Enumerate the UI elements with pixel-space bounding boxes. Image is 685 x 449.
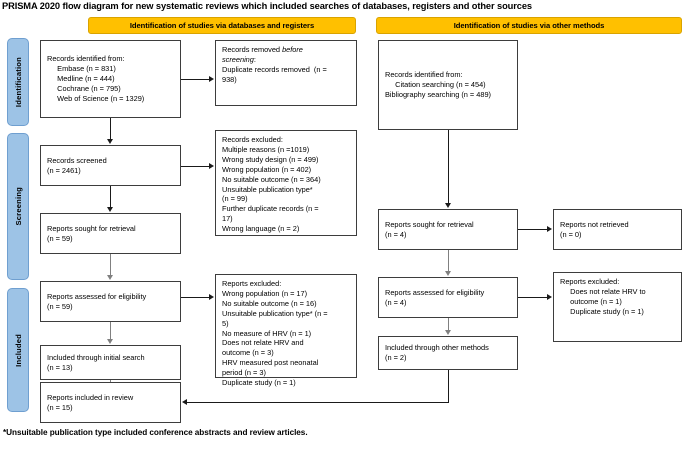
- node-reports-assessed-other-text: Reports assessed for eligibility (n = 4): [385, 287, 485, 307]
- arrowhead-sought-to-assessed-databases: [106, 275, 113, 280]
- stage-tab-screening: Screening: [7, 133, 29, 280]
- node-reports-included-in-review: Reports included in review (n = 15): [40, 382, 181, 423]
- connector-screened-to-excluded: [181, 166, 210, 167]
- connector-assessed-other-to-excluded: [518, 297, 548, 298]
- stage-tab-identification: Identification: [7, 38, 29, 126]
- arrowhead-assessed-to-excluded-databases: [209, 293, 214, 300]
- node-reports-sought-databases-text: Reports sought for retrieval (n = 59): [47, 223, 136, 243]
- node-records-identified: Records identified from: Embase (n = 831…: [40, 40, 181, 118]
- node-records-screened: Records screened (n = 2461): [40, 145, 181, 186]
- node-records-removed-text: Records removed before screening: Duplic…: [222, 45, 327, 84]
- node-records-removed: Records removed before screening: Duplic…: [215, 40, 357, 106]
- node-reports-excluded-other: Reports excluded: Does not relate HRV to…: [553, 272, 682, 342]
- node-reports-assessed-databases-text: Reports assessed for eligibility (n = 59…: [47, 291, 147, 311]
- arrowhead-assessed-other-to-excluded: [547, 293, 552, 300]
- node-records-identified-text: Records identified from: Embase (n = 831…: [47, 54, 145, 103]
- arrowhead-identified-other-to-sought: [444, 203, 451, 208]
- connector-assessed-other-to-included-other: [448, 318, 449, 331]
- arrowhead-screened-to-excluded: [209, 162, 214, 169]
- node-reports-assessed-other: Reports assessed for eligibility (n = 4): [378, 277, 518, 318]
- node-reports-sought-databases: Reports sought for retrieval (n = 59): [40, 213, 181, 254]
- connector-sought-to-assessed-other: [448, 250, 449, 272]
- node-reports-assessed-databases: Reports assessed for eligibility (n = 59…: [40, 281, 181, 322]
- connector-identified-to-removed: [181, 79, 210, 80]
- node-records-excluded: Records excluded: Multiple reasons (n =1…: [215, 130, 357, 236]
- connector-assessed-to-included-initial: [110, 322, 111, 340]
- node-reports-excluded-databases-text: Reports excluded: Wrong population (n = …: [222, 279, 328, 388]
- connector-sought-to-assessed-databases: [110, 254, 111, 276]
- connector-identified-other-to-sought: [448, 130, 449, 204]
- arrowhead-assessed-to-included-initial: [106, 339, 113, 344]
- connector-other-to-review-horizontal: [187, 402, 449, 403]
- node-reports-sought-other: Reports sought for retrieval (n = 4): [378, 209, 518, 250]
- stage-tab-included-label: Included: [13, 333, 23, 367]
- connector-other-to-review-vertical: [448, 370, 449, 403]
- phase-header-databases: Identification of studies via databases …: [88, 17, 356, 34]
- stage-tab-identification-label: Identification: [13, 56, 23, 108]
- page-title: PRISMA 2020 flow diagram for new systema…: [2, 1, 532, 11]
- node-reports-sought-other-text: Reports sought for retrieval (n = 4): [385, 219, 474, 239]
- arrowhead-screened-to-sought: [106, 207, 113, 212]
- node-included-other-methods-text: Included through other methods (n = 2): [385, 343, 489, 362]
- phase-header-other-methods: Identification of studies via other meth…: [376, 17, 682, 34]
- arrowhead-identified-to-screened: [106, 139, 113, 144]
- connector-sought-other-to-not-retrieved: [518, 229, 548, 230]
- node-included-other-methods: Included through other methods (n = 2): [378, 336, 518, 370]
- node-records-screened-text: Records screened (n = 2461): [47, 155, 107, 175]
- phase-header-other-methods-label: Identification of studies via other meth…: [453, 21, 605, 30]
- connector-assessed-to-excluded-databases: [181, 297, 210, 298]
- phase-header-databases-label: Identification of studies via databases …: [129, 21, 315, 30]
- node-included-initial-search-text: Included through initial search (n = 13): [47, 352, 145, 372]
- node-reports-excluded-databases: Reports excluded: Wrong population (n = …: [215, 274, 357, 387]
- arrowhead-assessed-other-to-included-other: [444, 330, 451, 335]
- node-records-identified-other-text: Records identified from: Citation search…: [385, 70, 491, 99]
- node-reports-included-in-review-text: Reports included in review (n = 15): [47, 392, 134, 412]
- node-records-excluded-text: Records excluded: Multiple reasons (n =1…: [222, 135, 321, 234]
- node-included-initial-search: Included through initial search (n = 13): [40, 345, 181, 380]
- connector-identified-to-screened: [110, 118, 111, 140]
- node-records-identified-other: Records identified from: Citation search…: [378, 40, 518, 130]
- node-reports-not-retrieved: Reports not retrieved (n = 0): [553, 209, 682, 250]
- arrowhead-sought-other-to-not-retrieved: [547, 225, 552, 232]
- connector-screened-to-sought: [110, 186, 111, 208]
- node-reports-excluded-other-text: Reports excluded: Does not relate HRV to…: [560, 277, 646, 316]
- node-reports-not-retrieved-text: Reports not retrieved (n = 0): [560, 219, 629, 239]
- stage-tab-included: Included: [7, 288, 29, 412]
- arrowhead-sought-to-assessed-other: [444, 271, 451, 276]
- stage-tab-screening-label: Screening: [13, 187, 23, 226]
- arrowhead-other-to-review: [182, 398, 187, 405]
- footnote: *Unsuitable publication type included co…: [3, 428, 308, 437]
- arrowhead-identified-to-removed: [209, 75, 214, 82]
